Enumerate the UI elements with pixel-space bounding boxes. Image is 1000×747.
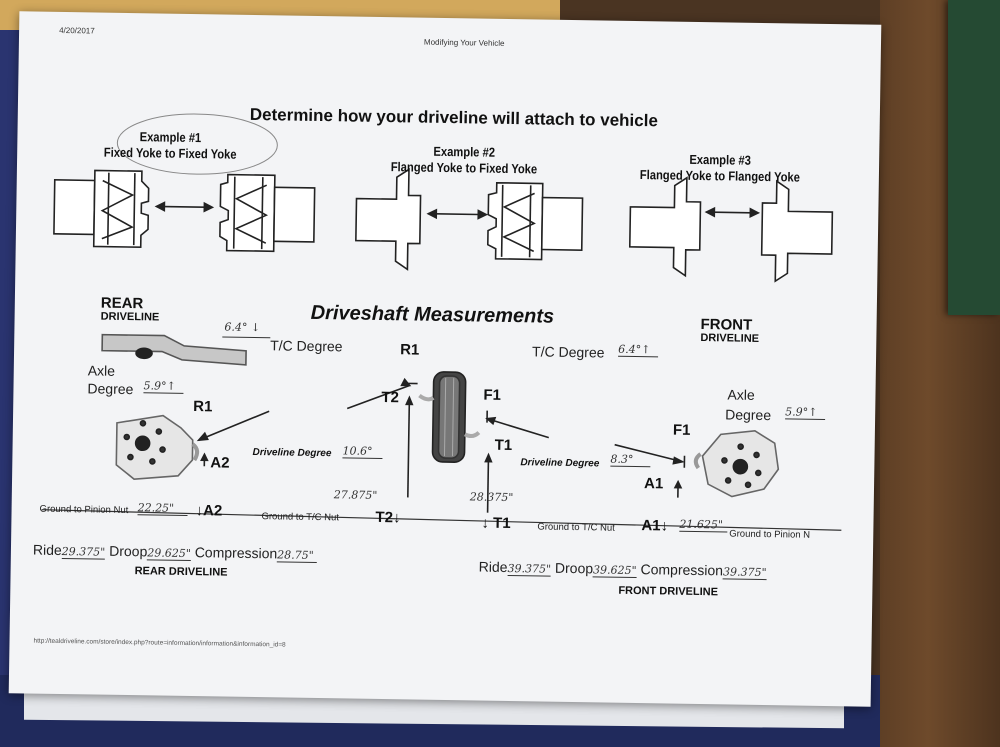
front-ground-to-pinion-label: Ground to Pinion N xyxy=(729,528,811,541)
ground-to-tc-label-2: Ground to T/C Nut xyxy=(537,521,615,534)
front-subtitle: DRIVELINE xyxy=(700,332,760,345)
t1-value: 28.375" xyxy=(469,490,514,505)
rear-ride-value: 29.375" xyxy=(61,545,106,560)
rear-tc-degree-label: T/C Degree xyxy=(270,337,343,355)
printed-worksheet: 4/20/2017 Modifying Your Vehicle Determi… xyxy=(8,11,882,707)
rear-pinion-value: 22.25" xyxy=(137,501,188,516)
rear-driveline-degree-value: 10.6° xyxy=(342,444,383,460)
front-axle-degree-value: 5.9°↑ xyxy=(785,405,826,420)
front-degree-label: Degree xyxy=(725,406,772,424)
center-t2-label: T2 xyxy=(381,389,400,407)
measure-t1-text: T1 xyxy=(492,514,511,533)
measure-t1-label: ↓ T1 xyxy=(481,514,511,533)
example-2-heading: Example #2 Flanged Yoke to Fixed Yoke xyxy=(374,143,555,178)
measure-a1-label: A1↓ xyxy=(641,517,669,535)
front-title: FRONT xyxy=(700,316,753,334)
front-heading: FRONT DRIVELINE xyxy=(700,316,760,345)
measure-t2-text: T2 xyxy=(375,508,394,527)
front-pinion-value: 21.625" xyxy=(679,517,728,533)
front-compression-value: 39.375" xyxy=(722,565,767,581)
rear-compression-value: 28.75" xyxy=(277,548,318,564)
rear-title: REAR xyxy=(100,294,144,313)
rear-axle-degree-value: 5.9°↑ xyxy=(143,379,184,394)
rear-droop-label: Droop xyxy=(109,542,148,560)
ground-to-tc-label: Ground to T/C Nut xyxy=(261,511,340,524)
section-title: Driveshaft Measurements xyxy=(310,301,555,328)
example-3-type: Flanged Yoke to Flanged Yoke xyxy=(639,167,801,185)
diagram-drawings xyxy=(41,113,842,531)
front-ride-value: 39.375" xyxy=(507,562,552,577)
front-summary-caption: FRONT DRIVELINE xyxy=(618,584,719,599)
print-title: Modifying Your Vehicle xyxy=(423,37,505,48)
green-folder xyxy=(948,0,1000,315)
center-t1-label: T1 xyxy=(494,436,513,455)
front-axle-label: Axle xyxy=(727,386,755,403)
rear-ground-to-pinion-label: Ground to Pinion Nut xyxy=(39,503,129,517)
front-ride-label: Ride xyxy=(478,558,508,576)
example-2-type: Flanged Yoke to Fixed Yoke xyxy=(390,159,538,177)
center-tc-degree-value: 6.4°↑ xyxy=(618,342,659,358)
center-f1-label: F1 xyxy=(483,386,502,404)
rear-heading: REAR DRIVELINE xyxy=(100,294,160,324)
front-f1-label: F1 xyxy=(672,421,691,439)
t2-value: 27.875" xyxy=(333,488,378,502)
front-compression-label: Compression xyxy=(640,561,724,579)
rear-tc-degree-value: 6.4° ↓ xyxy=(224,320,261,335)
example-1-type: Fixed Yoke to Fixed Yoke xyxy=(103,144,237,162)
front-driveline-degree-value: 8.3° xyxy=(610,452,651,468)
print-date: 4/20/2017 xyxy=(59,25,95,36)
example-1-heading: Example #1 Fixed Yoke to Fixed Yoke xyxy=(88,128,252,163)
front-a1-label: A1 xyxy=(643,475,664,493)
rear-summary-caption: REAR DRIVELINE xyxy=(134,565,228,579)
rear-driveline-degree-label: Driveline Degree xyxy=(252,446,332,460)
front-droop-label: Droop xyxy=(554,559,594,577)
example-3-heading: Example #3 Flanged Yoke to Flanged Yoke xyxy=(628,151,813,186)
front-driveline-degree-label: Driveline Degree xyxy=(520,457,600,470)
rear-r1-label: R1 xyxy=(193,398,213,416)
rear-droop-value: 29.625" xyxy=(147,546,191,562)
rear-a2-label: A2 xyxy=(210,454,230,472)
measure-a2-label: ↓A2 xyxy=(195,502,223,520)
rear-degree-label: Degree xyxy=(87,380,134,398)
center-tc-degree-label: T/C Degree xyxy=(532,343,605,361)
center-r1-label: R1 xyxy=(400,341,420,359)
rear-compression-label: Compression xyxy=(194,544,278,562)
rear-axle-label: Axle xyxy=(87,362,116,379)
front-droop-value: 39.625" xyxy=(592,563,637,579)
measure-a2-text: A2 xyxy=(202,502,223,520)
measure-t2-label: T2↓ xyxy=(375,508,401,527)
rear-subtitle: DRIVELINE xyxy=(100,310,160,324)
measure-a1-text: A1 xyxy=(641,517,661,535)
rear-ride-label: Ride xyxy=(32,541,62,559)
